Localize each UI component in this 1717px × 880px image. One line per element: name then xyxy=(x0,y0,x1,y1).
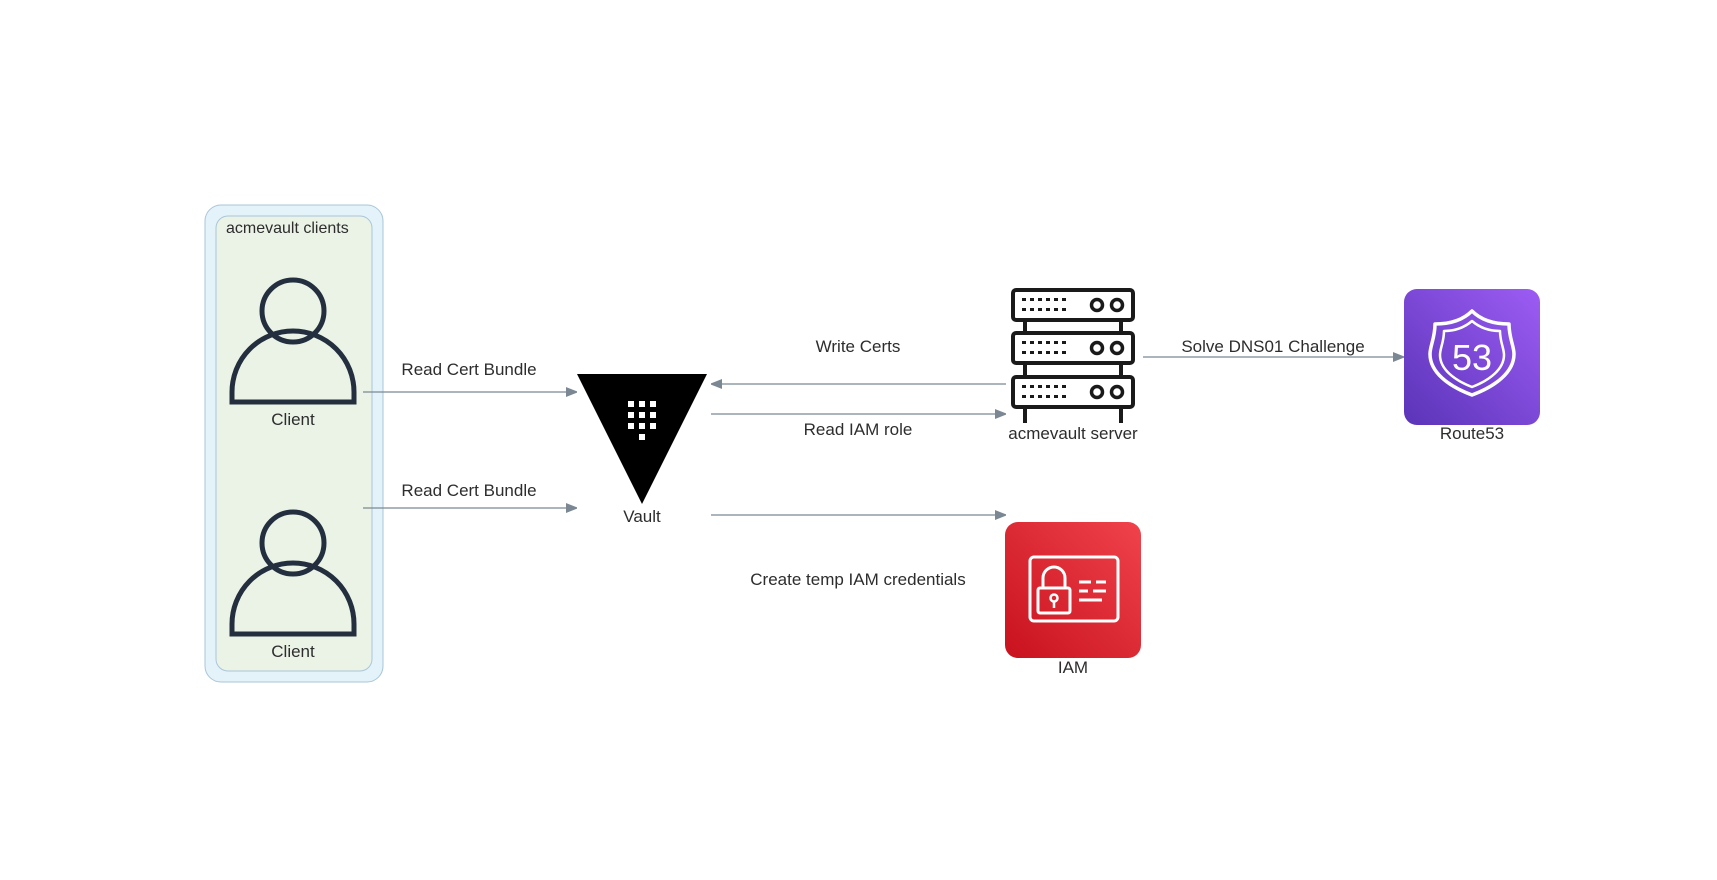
edge-server-to-route53: Solve DNS01 Challenge xyxy=(1143,337,1404,357)
edge-label-read-cert-bundle-2: Read Cert Bundle xyxy=(401,481,536,500)
cluster-acmevault-clients: acmevault clients xyxy=(204,204,384,683)
edge-server-to-vault: Write Certs xyxy=(711,337,1006,384)
edge-vault-to-iam: Create temp IAM credentials xyxy=(711,515,1006,589)
user-icon xyxy=(229,509,357,637)
edge-label-write-certs: Write Certs xyxy=(816,337,901,356)
edge-client2-to-vault: Read Cert Bundle xyxy=(363,481,577,508)
node-client-2[interactable]: Client xyxy=(229,509,357,661)
route53-shield-number: 53 xyxy=(1452,337,1492,378)
cluster-inner-box xyxy=(215,215,373,672)
edge-vault-to-server: Read IAM role xyxy=(711,414,1006,439)
iam-badge-lock-icon xyxy=(1005,522,1141,658)
route53-label: Route53 xyxy=(1440,424,1504,443)
node-client-1[interactable]: Client xyxy=(229,277,357,429)
vault-icon xyxy=(577,374,707,504)
edge-label-create-temp-iam-credentials: Create temp IAM credentials xyxy=(750,570,965,589)
edge-label-read-iam-role: Read IAM role xyxy=(804,420,913,439)
edge-label-solve-dns01: Solve DNS01 Challenge xyxy=(1181,337,1364,356)
edge-client1-to-vault: Read Cert Bundle xyxy=(363,360,577,392)
cluster-label: acmevault clients xyxy=(226,220,349,237)
node-route53[interactable]: 53 Route53 xyxy=(1404,289,1540,443)
client-1-label: Client xyxy=(271,410,315,429)
server-rack-icon xyxy=(1011,288,1135,423)
acmevault-server-label: acmevault server xyxy=(1008,424,1138,443)
iam-label: IAM xyxy=(1058,658,1088,677)
node-iam[interactable]: IAM xyxy=(1005,522,1141,677)
user-icon xyxy=(229,277,357,405)
edge-label-read-cert-bundle-1: Read Cert Bundle xyxy=(401,360,536,379)
node-acmevault-server[interactable]: acmevault server xyxy=(1008,288,1138,443)
client-2-label: Client xyxy=(271,642,315,661)
route53-shield-icon: 53 xyxy=(1404,289,1540,425)
vault-label: Vault xyxy=(623,507,661,526)
node-vault[interactable]: Vault xyxy=(577,374,707,526)
